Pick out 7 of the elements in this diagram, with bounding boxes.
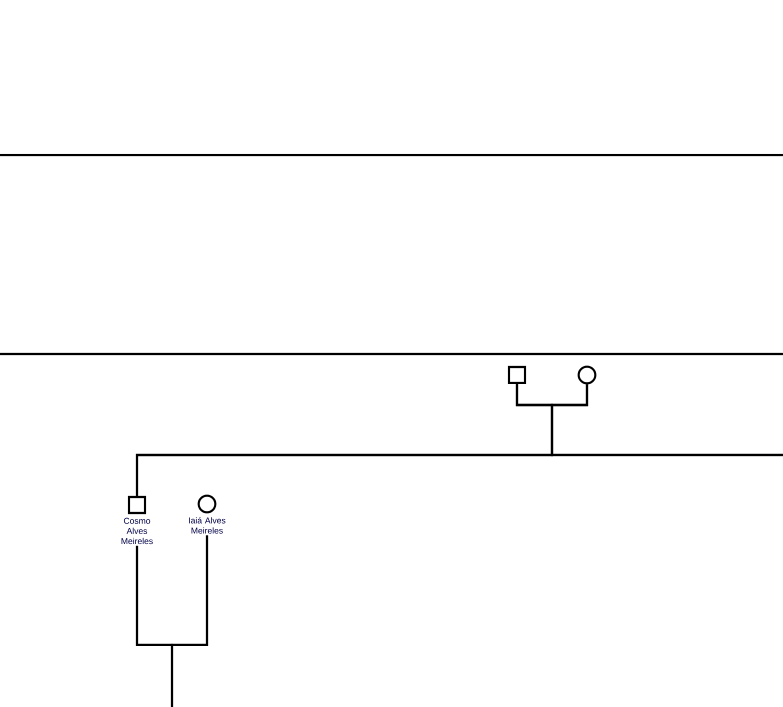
pedigree-female-circle — [198, 494, 216, 514]
pedigree-male-square — [128, 496, 146, 514]
person-name: Iaiá Alves Meireles — [189, 517, 226, 534]
person-name: Cosmo Alves Meireles — [122, 518, 153, 544]
pedigree-female-circle — [578, 366, 596, 384]
pedigree-male-square — [508, 366, 526, 384]
pedigree-line — [170, 535, 208, 707]
